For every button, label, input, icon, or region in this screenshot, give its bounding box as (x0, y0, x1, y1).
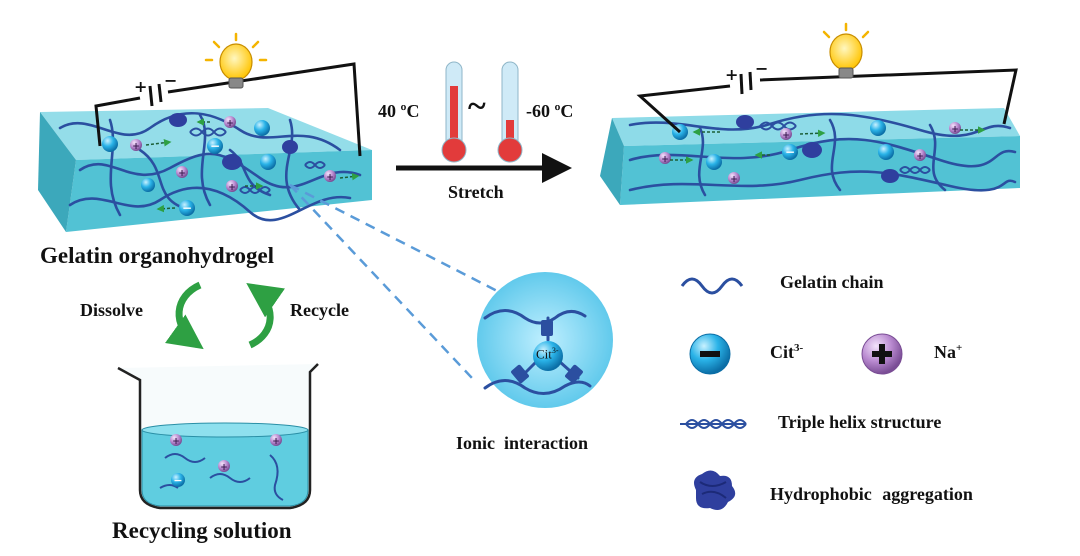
svg-text:+: + (172, 437, 180, 447)
right-bulb-icon (822, 22, 870, 79)
temp-hot-label: 40 ºC (378, 101, 420, 121)
left-circuit-wire (94, 96, 141, 147)
right-gel-slab: − + + + + + (600, 108, 1020, 205)
legend-na-sup: + (956, 342, 963, 354)
legend-cit-text: Cit (770, 342, 794, 362)
svg-text:−: − (182, 201, 192, 215)
left-gel-slab: − − + + + + + (38, 108, 372, 232)
svg-text:+: + (178, 169, 186, 179)
svg-text:−: − (164, 71, 177, 90)
ionic-zoom-lines (289, 183, 506, 379)
temp-cold-label: -60 ºC (526, 101, 574, 121)
svg-text:−: − (755, 59, 768, 78)
svg-text:+: + (326, 173, 334, 183)
legend-na-text: Na (934, 342, 956, 362)
svg-text:+: + (951, 125, 959, 135)
right-battery-icon: + − (725, 59, 768, 95)
svg-text:−: − (785, 145, 795, 159)
svg-text:+: + (661, 155, 669, 165)
stretch-label: Stretch (448, 182, 504, 202)
dissolve-label: Dissolve (80, 300, 143, 320)
right-gel-chains (628, 112, 1017, 197)
svg-text:+: + (730, 175, 738, 185)
svg-text:−: − (210, 139, 220, 153)
legend-gelatin-chain-icon (680, 277, 744, 295)
temp-tilde: ~ (468, 88, 486, 125)
recycle-arrows-icon (165, 281, 285, 350)
beaker-icon: + + + − (117, 363, 319, 510)
legend-hydrophobic-label: Hydrophobic aggregation (770, 484, 973, 504)
legend-gelatin-chain-label: Gelatin chain (780, 272, 884, 292)
right-motion-arrows (670, 126, 986, 164)
thermometer-cold-icon (497, 61, 523, 163)
left-bulb-icon (204, 32, 268, 89)
ionic-cit-text: Cit (536, 346, 552, 362)
legend-triple-helix-label: Triple helix structure (778, 412, 942, 432)
right-circuit: + − (636, 22, 1018, 134)
svg-text:+: + (134, 77, 147, 96)
ionic-cit-sup: 3- (551, 346, 559, 355)
left-helix-knots (189, 127, 326, 194)
gel-title: Gelatin organohydrogel (40, 243, 275, 268)
legend-cit-sup: 3- (794, 342, 804, 354)
legend-na-icon (861, 333, 903, 375)
svg-text:+: + (220, 463, 228, 473)
legend-triple-helix-icon (680, 419, 747, 429)
left-gel-side (38, 112, 76, 232)
recycle-label: Recycle (290, 300, 349, 320)
svg-text:+: + (916, 152, 924, 162)
svg-text:+: + (132, 142, 140, 152)
ionic-interaction-label: Ionic interaction (456, 433, 588, 453)
left-battery-icon: + − (134, 71, 177, 107)
right-helix-knots (759, 121, 931, 174)
legend-na-label: Na+ (934, 342, 962, 363)
svg-text:+: + (725, 65, 738, 84)
left-motion-arrows (145, 118, 360, 213)
recycling-solution-label: Recycling solution (112, 518, 292, 543)
ionic-interaction-zoom (477, 272, 613, 408)
svg-text:+: + (272, 437, 280, 447)
legend-cit-label: Cit3- (770, 342, 803, 363)
svg-text:+: + (228, 183, 236, 193)
svg-text:+: + (782, 131, 790, 141)
left-circuit: + − (94, 32, 362, 157)
thermometer-hot-icon (441, 61, 467, 163)
svg-text:+: + (226, 119, 234, 129)
svg-text:−: − (173, 474, 182, 487)
left-ions: − − + + + + + (102, 116, 336, 216)
left-hydrophobic (169, 113, 298, 170)
ionic-cit-center: Cit3- (536, 346, 559, 362)
right-ions: − + + + + + (659, 120, 961, 185)
right-hydrophobic (736, 115, 899, 183)
legend-cit-icon (689, 333, 731, 375)
legend-hydrophobic-icon (694, 470, 736, 510)
